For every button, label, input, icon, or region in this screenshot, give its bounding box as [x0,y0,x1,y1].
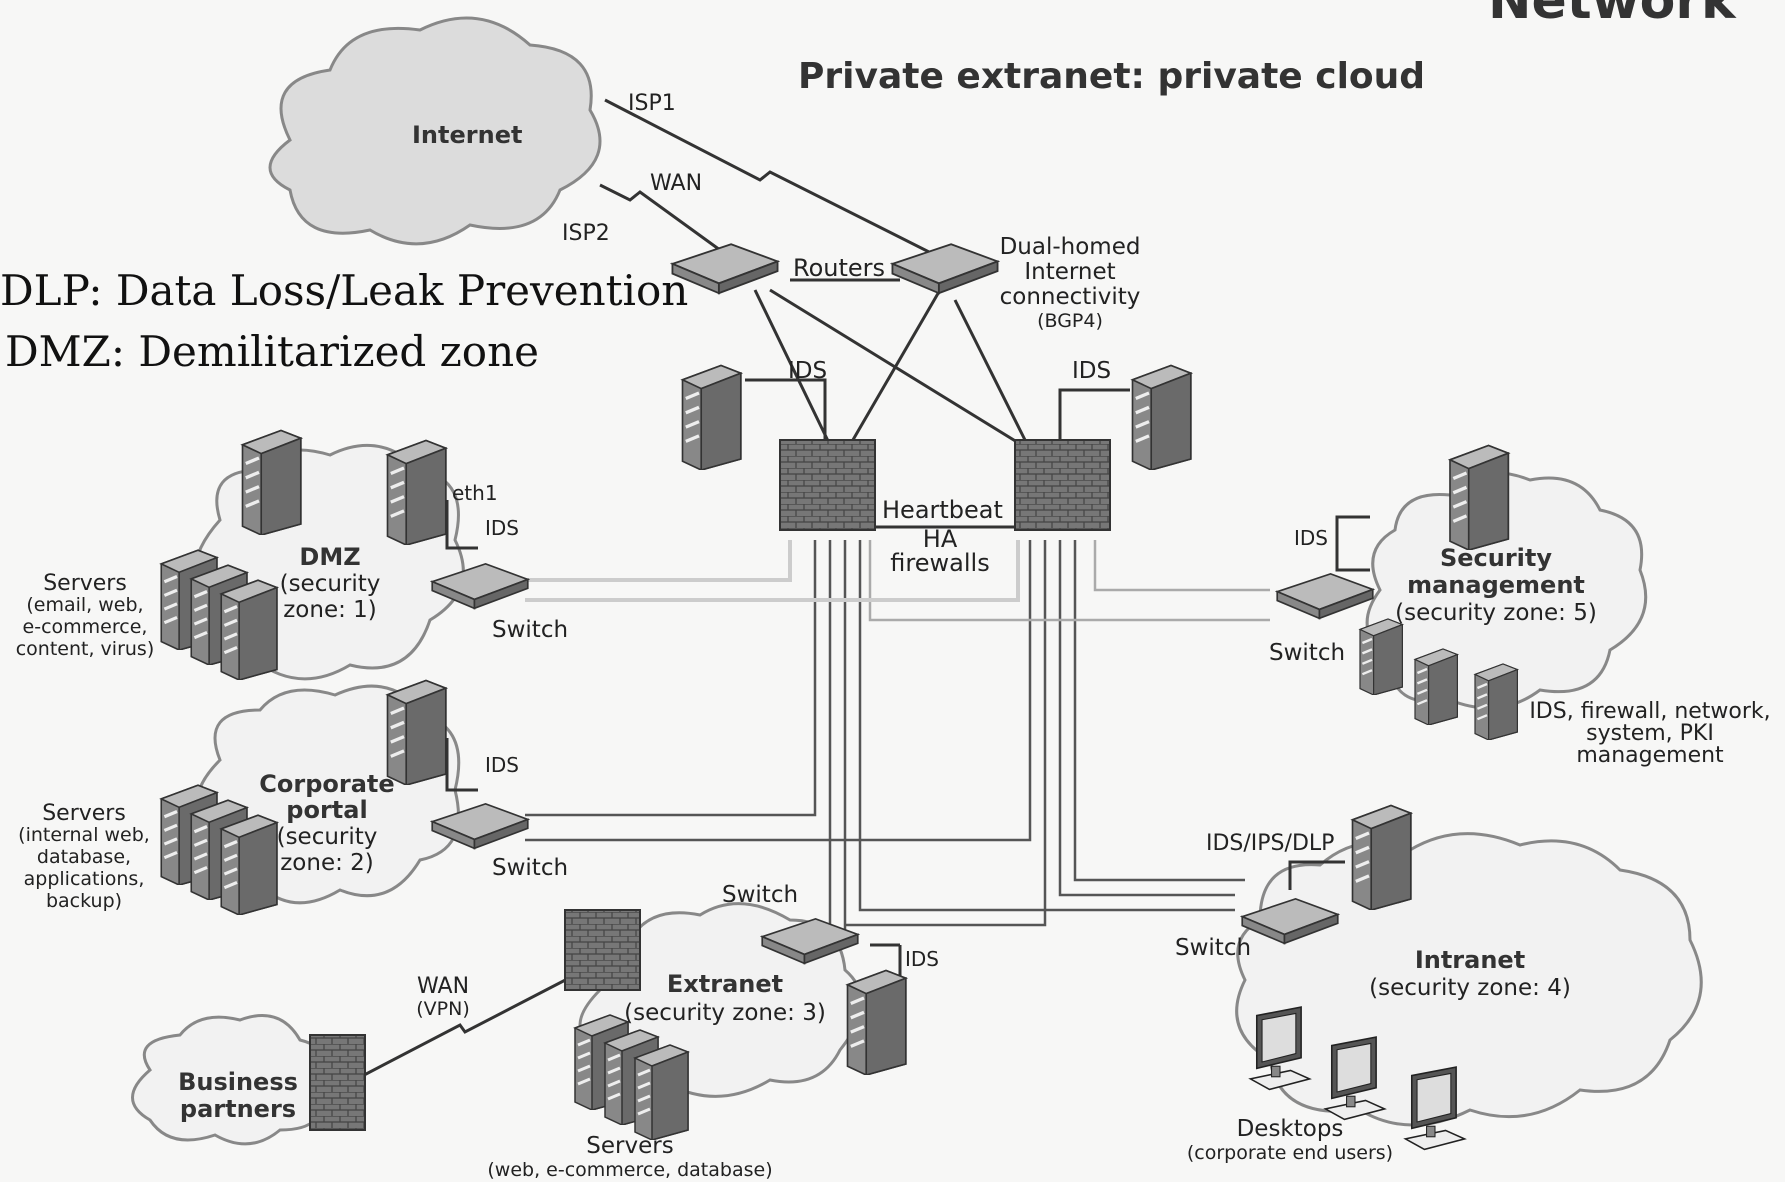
partners-line2: partners [180,1095,296,1123]
ids-server-right [1130,363,1193,470]
dmz-server-3 [219,578,279,680]
extranet-servers-title: Servers [586,1133,673,1159]
wan-label: WAN [650,171,702,196]
extranet-ids-label: IDS [905,947,939,971]
connection-lines [344,98,1370,1087]
intranet-ids-label: IDS/IPS/DLP [1206,831,1334,856]
ids-server-left [680,363,743,470]
partners-line1: Business [178,1068,298,1096]
security-mgmt-line2: system, PKI [1586,721,1714,746]
intranet-switch-label: Switch [1175,935,1251,961]
security-title-line1: Security [1440,544,1552,572]
internet-label: Internet [412,121,522,149]
portal-zone-line2: zone: 2) [280,850,374,876]
portal-title-line1: Corporate [259,770,394,798]
extranet-zone: (security zone: 3) [624,1000,826,1026]
portal-servers-line4: backup) [46,890,122,912]
portal-switch-label: Switch [492,855,568,881]
routers-label: Routers [793,254,885,282]
heartbeat-label: Heartbeat [882,496,1003,524]
desktop-1 [1249,1006,1311,1091]
security-mgmt-line1: IDS, firewall, network, [1529,699,1770,724]
firewalls-label: firewalls [890,549,989,577]
portal-server-3 [219,813,279,915]
desktop-2 [1324,1036,1386,1121]
dmz-servers-line1: (email, web, [26,594,143,616]
security-server-3 [1473,662,1519,740]
security-zone: (security zone: 5) [1395,600,1597,626]
dmz-title: DMZ [299,543,360,571]
dual-homed-line4: (BGP4) [1037,310,1103,332]
extranet-switch-label: Switch [722,882,798,908]
dmz-servers-line3: content, virus) [16,638,155,660]
desktops-sub: (corporate end users) [1187,1142,1393,1164]
portal-title-line2: portal [286,796,367,824]
dual-homed-line2: Internet [1024,259,1115,285]
portal-servers-line3: applications, [24,868,145,890]
dmz-server-top [240,428,303,535]
dmz-switch-label: Switch [492,617,568,643]
extranet-title: Extranet [667,970,783,998]
fw-ids-right-label: IDS [1072,358,1111,384]
security-switch-label: Switch [1269,640,1345,666]
firewall-right [1014,439,1111,531]
intranet-title: Intranet [1415,946,1525,974]
portal-ids-label: IDS [485,753,519,777]
extranet-server-3 [633,1043,690,1140]
desktops-title: Desktops [1237,1116,1344,1142]
legend-dmz: DMZ: Demilitarized zone [5,327,539,376]
portal-servers-line1: (internal web, [18,824,150,846]
security-ids-server [1448,443,1511,550]
legend-dlp: DLP: Data Loss/Leak Prevention [0,266,688,315]
isp1-label: ISP1 [628,91,676,116]
dual-homed-line3: connectivity [1000,284,1141,310]
extranet-ids-server [845,968,908,1075]
dmz-ids-server [385,438,448,545]
intranet-zone: (security zone: 4) [1369,975,1571,1001]
dmz-zone-line2: zone: 1) [283,597,377,623]
diagram-title: Private extranet: private cloud [798,56,1425,97]
dmz-eth-label: eth1 [452,481,498,505]
intranet-ids-server [1350,803,1413,910]
fw-ids-left-label: IDS [788,358,827,384]
isp2-label: ISP2 [562,221,610,246]
zone-links [525,540,1270,937]
extranet-wan-line2: (VPN) [416,998,470,1020]
firewall-partners [309,1034,366,1131]
dmz-servers-title: Servers [43,571,127,596]
portal-zone-line1: (security [277,824,378,850]
extranet-servers-sub: (web, e-commerce, database) [487,1159,772,1181]
dmz-zone-line1: (security [280,571,381,597]
security-title-line2: management [1407,571,1585,599]
security-ids-label: IDS [1294,526,1328,550]
portal-servers-line2: database, [37,846,131,868]
security-server-2 [1413,647,1459,725]
dmz-servers-line2: e-commerce, [23,616,148,638]
internet-cloud [268,16,602,246]
firewall-extranet [564,909,641,991]
extranet-wan-line1: WAN [417,974,469,999]
security-mgmt-line3: management [1576,743,1724,768]
firewall-left [779,439,876,531]
dmz-ids-label: IDS [485,516,519,540]
portal-servers-title: Servers [42,801,126,826]
dual-homed-line1: Dual-homed [1000,234,1141,260]
portal-ids-server [385,678,448,785]
desktop-3 [1404,1066,1466,1151]
security-switch [1276,572,1374,620]
ha-label: HA [923,525,958,553]
security-server-1 [1358,617,1404,695]
router-right [891,243,999,295]
corner-title: Network [1488,0,1737,31]
